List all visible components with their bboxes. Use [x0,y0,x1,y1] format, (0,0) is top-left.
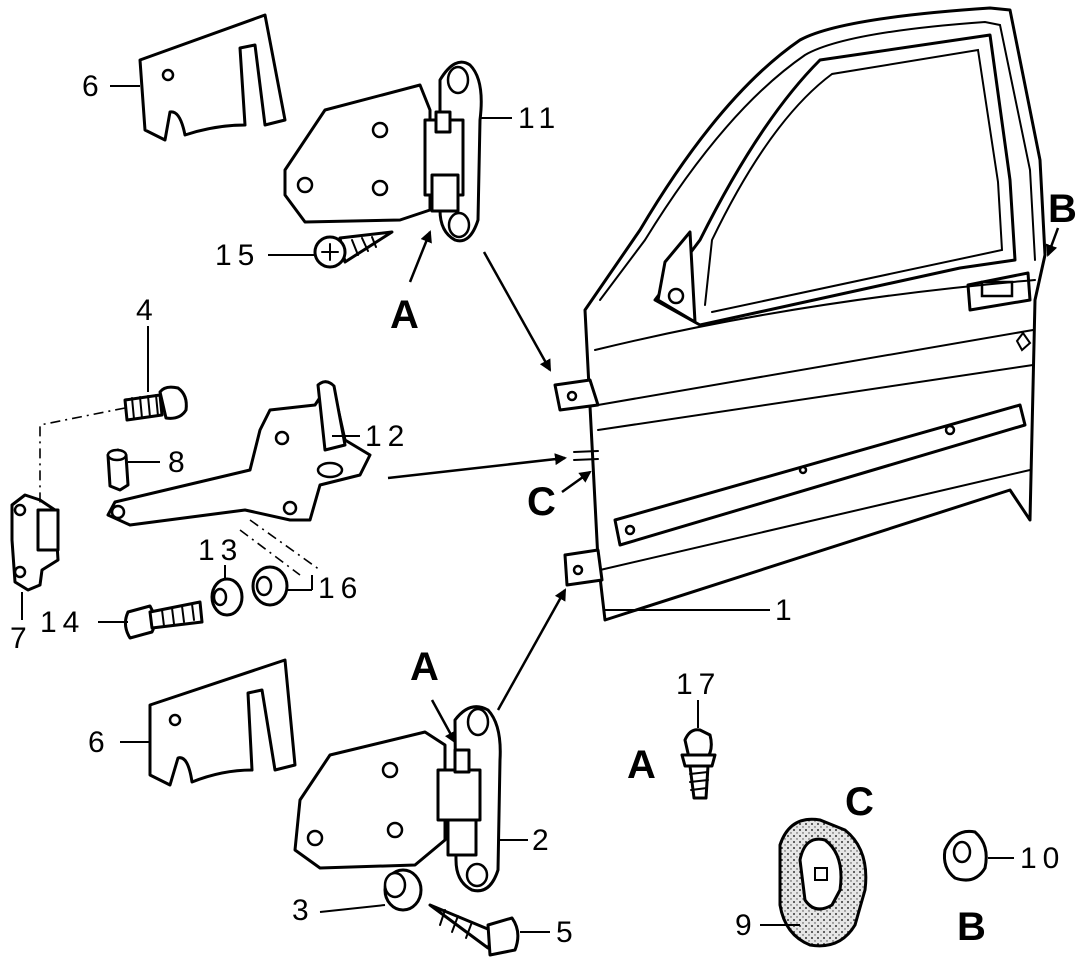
bolt-14 [123,600,204,640]
callout-13: 13 [198,534,243,567]
pin-8 [106,448,130,492]
upper-hinge [283,60,483,243]
callout-7: 7 [10,622,33,655]
callout-9: 9 [735,909,758,942]
callout-3: 3 [292,894,315,927]
ref-letter-a-upper: A [390,293,419,337]
door-shell [553,6,1047,622]
screw-5 [428,903,520,957]
washer-13 [210,577,244,617]
callout-12: 12 [365,420,410,453]
arrow-lower-hinge-to-door [496,588,567,711]
arrow-b-door [1045,227,1060,257]
ref-letter-a-bolt: A [627,743,656,787]
ref-letter-a-lower: A [410,645,439,689]
nut-16 [251,565,289,607]
bolt-4 [123,385,188,422]
bushing-3 [383,868,423,912]
callout-5: 5 [556,916,579,949]
door-check-bracket [10,493,60,592]
ref-letter-c-seal: C [845,780,874,824]
callout-6-lower: 6 [88,726,111,759]
check-strap [106,380,372,527]
ref-letter-c-door: C [527,480,556,524]
ref-letter-b-nut: B [957,905,986,949]
arrow-c-door [561,470,592,494]
bolt-17 [680,728,717,800]
callout-16: 16 [318,572,363,605]
nut-10 [943,829,988,882]
shim-plate-upper [138,13,287,142]
callout-17: 17 [676,668,721,701]
callout-15: 15 [215,239,260,272]
callout-4: 4 [136,294,159,327]
callout-14: 14 [40,606,85,639]
arrow-a-upper [408,230,432,283]
ref-letter-b-door: B [1048,187,1077,231]
lower-hinge [293,705,502,893]
screw-15 [313,230,394,269]
callout-11: 11 [518,102,561,135]
grommet-9 [778,817,868,948]
arrow-check-strap-to-door [387,453,567,480]
callout-2: 2 [532,824,555,857]
callout-8: 8 [168,446,191,479]
callout-6-upper: 6 [82,70,105,103]
arrow-a-lower [430,699,457,744]
callout-1: 1 [775,594,798,627]
callout-10: 10 [1020,842,1065,875]
shim-plate-lower [148,658,297,787]
arrow-upper-hinge-to-door [482,251,552,372]
